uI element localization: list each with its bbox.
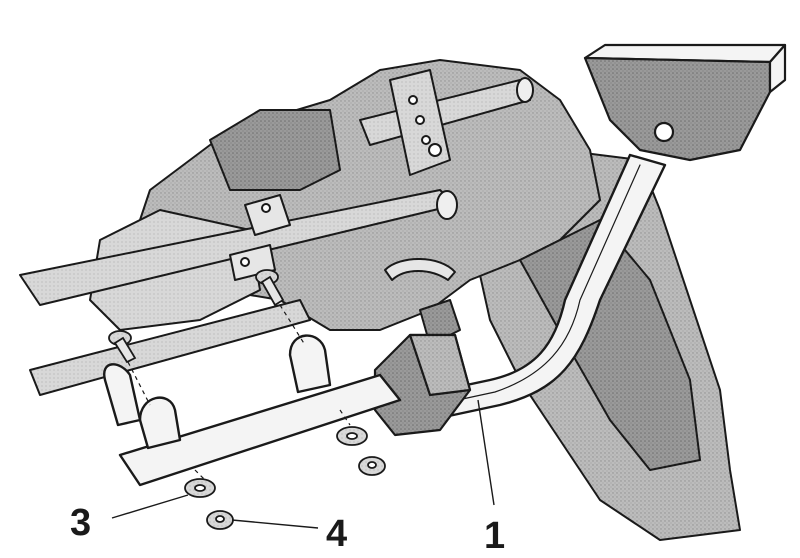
callout-label-4: 4 — [326, 513, 347, 555]
mount-block — [583, 56, 772, 162]
washers-and-nuts — [184, 426, 386, 530]
motorcycle-rear-section — [19, 59, 741, 541]
fasteners — [108, 269, 351, 481]
leader-lines — [111, 399, 495, 529]
plate-hole — [421, 135, 431, 145]
damper-face — [408, 333, 472, 397]
bolt-left — [108, 330, 137, 364]
rubber-damper — [373, 333, 472, 437]
bracket-ear-right — [288, 334, 332, 394]
bolt-upper — [255, 269, 285, 307]
nut-left — [206, 510, 234, 530]
lower-bracket — [103, 334, 402, 487]
rack-arm-highlight — [429, 164, 641, 407]
cable-hook — [384, 258, 456, 281]
guide-line — [127, 361, 151, 406]
frame-tab-left — [244, 194, 291, 236]
washer-right — [336, 426, 368, 446]
leader-line-1 — [477, 399, 495, 506]
tab-hole — [240, 257, 250, 267]
tube-end-upper — [436, 190, 458, 220]
top-plate-mount — [583, 43, 787, 162]
mount-side — [768, 43, 787, 94]
tube-end-top — [516, 77, 534, 103]
mount-hole — [653, 121, 675, 143]
upper-frame-block — [209, 109, 341, 191]
leader-line-3 — [111, 494, 189, 519]
rack-arm-tube — [418, 153, 667, 422]
bracket-lug — [103, 363, 142, 427]
rack-arm — [418, 153, 667, 422]
bracket-ear-left — [138, 396, 182, 450]
lower-bracket-bar — [118, 373, 402, 487]
plate-hole — [428, 143, 442, 157]
leader-line-4 — [231, 519, 319, 529]
frame-tube-lower — [29, 299, 311, 396]
tab-hole — [261, 203, 271, 213]
callout-label-3: 3 — [70, 502, 91, 544]
guide-line — [339, 409, 351, 426]
damper-stem — [419, 299, 461, 346]
washer-left — [184, 478, 216, 498]
plate-hole — [408, 95, 418, 105]
nut-right — [358, 456, 386, 476]
callout-label-1: 1 — [484, 515, 505, 557]
plate-hole — [415, 115, 425, 125]
